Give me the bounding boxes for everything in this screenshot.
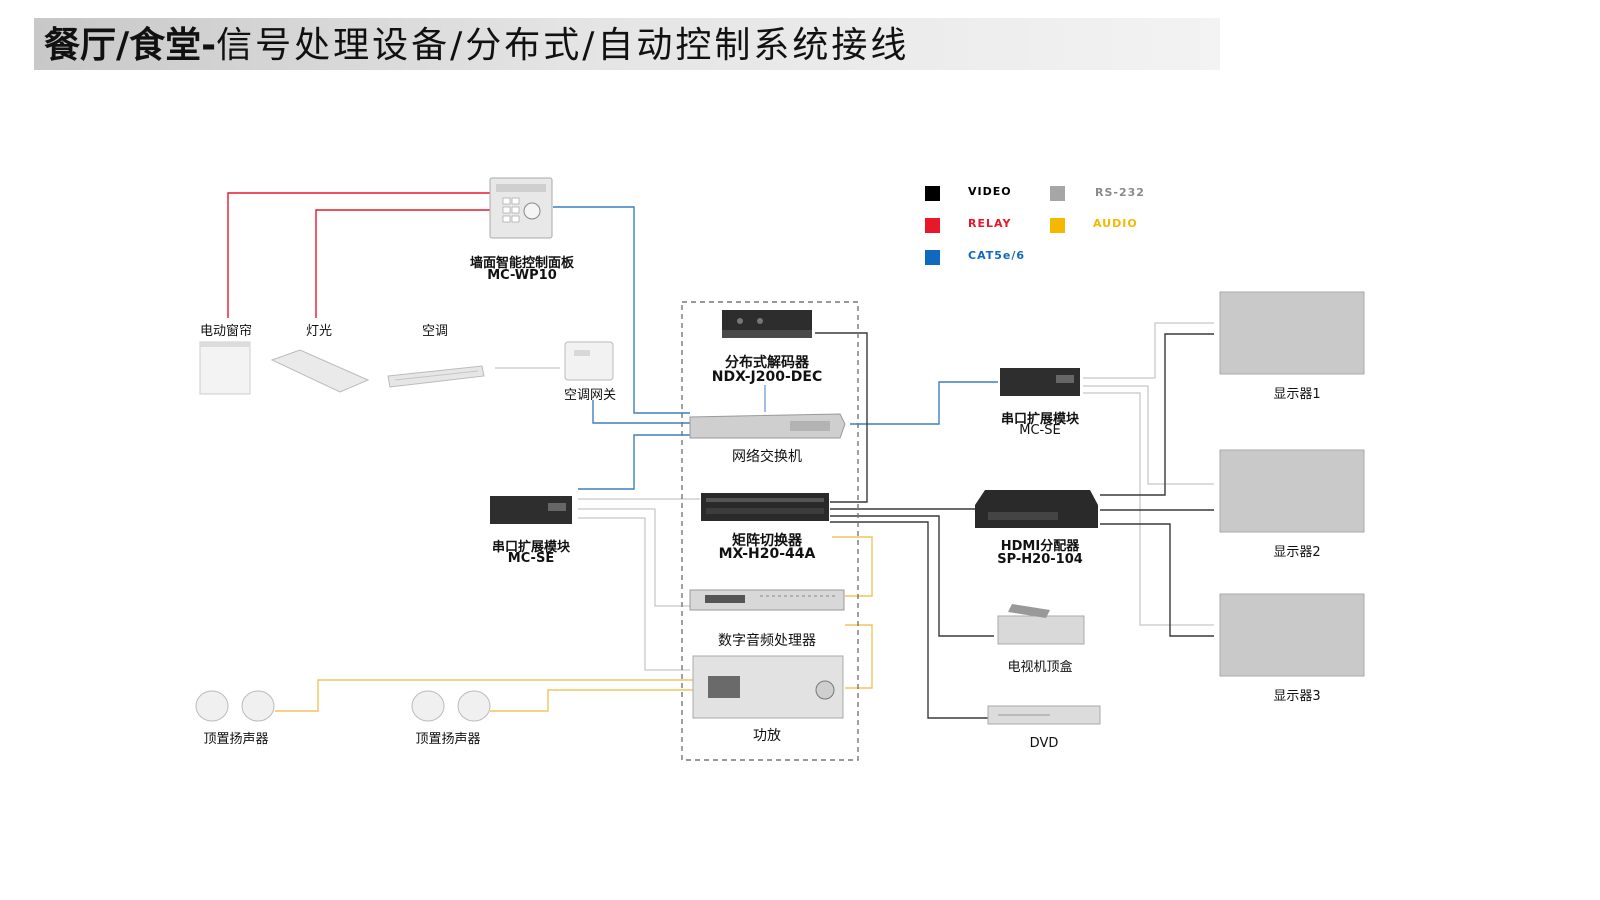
label-light: 灯光	[305, 324, 332, 339]
video-wire-stb	[830, 515, 994, 637]
relay-wire-light	[315, 209, 490, 318]
stb-device	[997, 604, 1085, 645]
legend-swatch-video	[925, 186, 940, 201]
label-wall-panel-name: 墙面智能控制面板	[470, 256, 575, 271]
ac-gateway-device	[564, 341, 614, 381]
audio-wire-speakera	[275, 679, 693, 712]
label-splitter-name: HDMI分配器	[1000, 539, 1080, 554]
label-switch: 网络交换机	[732, 449, 802, 465]
label-wall-panel-model: MC-WP10	[487, 268, 557, 283]
label-dsp: 数字音频处理器	[718, 633, 816, 649]
title-dash: -	[201, 25, 217, 66]
legend-swatch-relay	[925, 218, 940, 233]
title-bar	[34, 18, 1220, 70]
audio-wire-speakerb	[490, 689, 693, 712]
title-bold: 餐厅/食堂	[44, 25, 202, 66]
label-decoder-model: NDX-J200-DEC	[711, 369, 823, 385]
legend-swatch-audio	[1050, 218, 1065, 233]
legend-label-cat: CAT5e/6	[968, 249, 1026, 262]
rs232-wire-dsp	[578, 508, 690, 607]
decoder-device	[722, 310, 812, 338]
label-aircon: 空调	[421, 324, 448, 339]
display-2-device	[1219, 449, 1365, 533]
legend-swatch-rs232	[1050, 186, 1065, 201]
hdmi-splitter-device	[975, 490, 1098, 528]
display-3-device	[1219, 593, 1365, 677]
rs232-wire-display1	[1083, 322, 1214, 379]
label-amp: 功放	[753, 728, 781, 744]
curtain-device	[199, 341, 251, 395]
label-speaker-a: 顶置扬声器	[203, 732, 269, 747]
rs232-wire-display3	[1083, 392, 1214, 626]
relay-wire-curtain	[227, 192, 490, 318]
label-serial-right-name: 串口扩展模块	[1000, 412, 1079, 427]
legend-label-video: VIDEO	[968, 185, 1012, 198]
audio-wire-matrix-dsp	[832, 536, 873, 597]
speaker-b-device	[411, 690, 491, 722]
label-display-2: 显示器2	[1273, 545, 1321, 560]
speaker-a-device	[195, 690, 275, 722]
label-matrix-model: MX-H20-44A	[718, 546, 816, 562]
video-wire-decoder-matrix	[815, 332, 868, 503]
legend-label-audio: AUDIO	[1093, 217, 1138, 230]
matrix-device	[701, 493, 829, 521]
label-serial-left-model: MC-SE	[507, 551, 555, 566]
video-wire-split-d1	[1100, 333, 1214, 496]
label-decoder-name: 分布式解码器	[725, 355, 809, 371]
label-ac-gateway: 空调网关	[563, 388, 616, 403]
cat-wire-gateway-switch	[592, 400, 690, 424]
dsp-device	[689, 589, 845, 611]
label-matrix-name: 矩阵切换器	[732, 533, 802, 549]
cat-wire-switch-serialright	[850, 381, 998, 425]
label-stb: 电视机顶盒	[1007, 660, 1073, 675]
legend-swatch-cat	[925, 250, 940, 265]
network-switch-device	[689, 413, 846, 439]
display-1-device	[1219, 291, 1365, 375]
legend-label-rs232: RS-232	[1095, 186, 1145, 199]
cat-wire-serial-switch	[578, 434, 690, 490]
serial-right-device	[1000, 368, 1080, 396]
label-serial-left-name: 串口扩展模块	[491, 540, 570, 555]
video-wire-split-d3	[1100, 523, 1214, 637]
page-title: 餐厅/食堂-信号处理设备/分布式/自动控制系统接线	[44, 24, 909, 68]
wall-panel-device	[489, 177, 553, 239]
aircon-device	[387, 365, 485, 388]
label-speaker-b: 顶置扬声器	[415, 732, 481, 747]
label-splitter-model: SP-H20-104	[997, 552, 1083, 567]
video-wire-dvd	[830, 521, 988, 719]
label-display-3: 显示器3	[1273, 689, 1321, 704]
rs232-wire-amp	[578, 517, 690, 671]
legend-label-relay: RELAY	[968, 217, 1012, 230]
label-curtain: 电动窗帘	[199, 324, 252, 339]
rack-boundary	[681, 301, 859, 761]
label-serial-right-model: MC-SE	[1019, 423, 1061, 438]
cat-wire-panel-switch	[553, 206, 690, 414]
light-device	[270, 349, 370, 393]
label-dvd: DVD	[1029, 736, 1059, 751]
rs232-wire-display2	[1083, 385, 1214, 485]
dvd-device	[987, 705, 1101, 725]
label-display-1: 显示器1	[1273, 387, 1321, 402]
amplifier-device	[692, 655, 844, 719]
title-rest: 信号处理设备/分布式/自动控制系统接线	[216, 25, 910, 66]
serial-left-device	[490, 496, 572, 524]
